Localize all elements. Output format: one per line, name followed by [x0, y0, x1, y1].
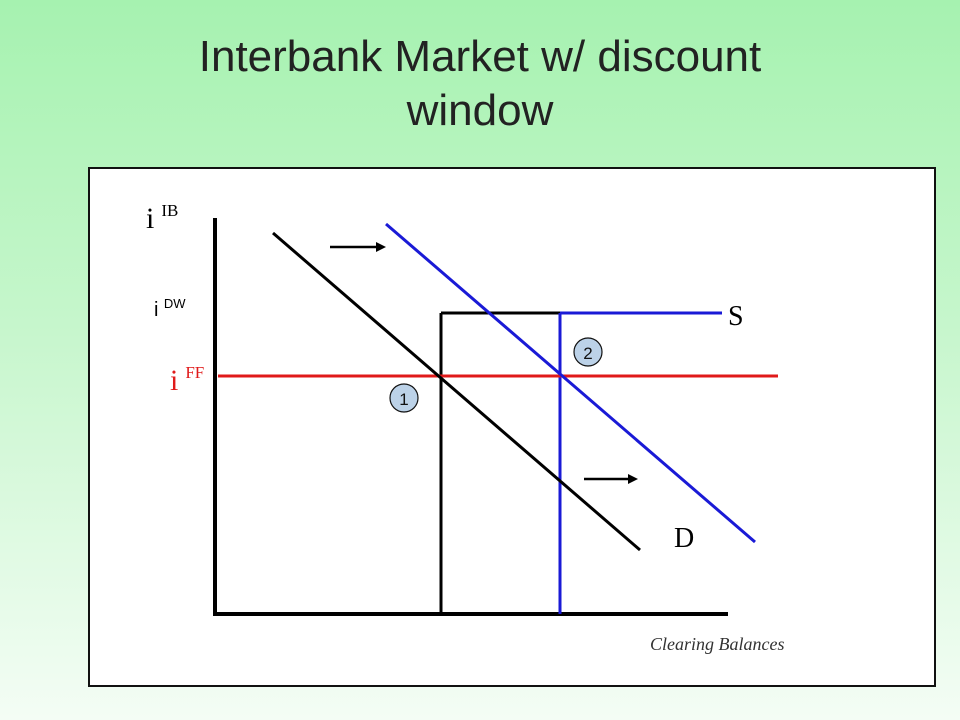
demand-old-curve	[272, 231, 641, 552]
y-axis-label-base: i	[146, 202, 154, 235]
shift-arrow-lower	[584, 474, 638, 484]
ff-rate-label-sup: FF	[185, 363, 204, 382]
supply-curve-label: S	[728, 301, 744, 332]
slide-title-line-1: Interbank Market w/ discount	[198, 32, 762, 81]
diagram-panel	[88, 167, 936, 687]
slide-title: Interbank Market w/ discount window	[0, 30, 960, 138]
slide-title-line-2: window	[406, 86, 554, 135]
y-axis-label-sup: IB	[161, 201, 178, 220]
y-axis-label: i IB	[146, 201, 178, 235]
point-2-label: 2	[583, 344, 592, 363]
demand-curve-label: D	[674, 523, 694, 554]
dw-rate-label-base: i	[154, 299, 158, 321]
shift-arrow-upper	[330, 242, 386, 252]
demand-new-curve	[385, 222, 756, 544]
dw-rate-label-sup: DW	[164, 296, 186, 311]
ff-rate-label-base: i	[170, 364, 178, 397]
point-1-label: 1	[399, 390, 408, 409]
dw-rate-label: i DW	[154, 296, 186, 321]
equilibrium-point-2: 2	[573, 337, 603, 367]
x-axis-label: Clearing Balances	[650, 634, 784, 654]
equilibrium-point-1: 1	[389, 383, 419, 413]
ff-rate-label: i FF	[170, 363, 204, 397]
